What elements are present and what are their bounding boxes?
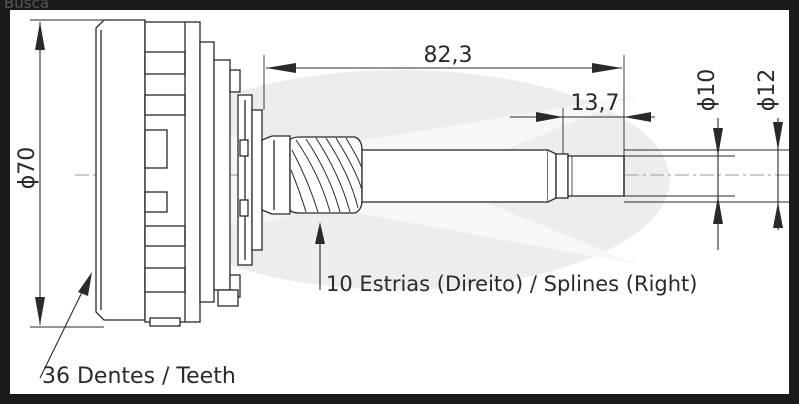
housing-body <box>95 19 291 327</box>
callout-splines: 10 Estrias (Direito) / Splines (Right) <box>315 222 697 296</box>
gear-teeth <box>290 137 363 213</box>
extension-lines <box>30 19 790 328</box>
spline-length-label: 13,7 <box>571 91 620 116</box>
splines-callout-label: 10 Estrias (Direito) / Splines (Right) <box>326 272 697 296</box>
output-shaft <box>361 149 625 203</box>
helical-gear <box>289 136 363 214</box>
dimension-spline-length: 13,7 <box>510 91 655 122</box>
callout-teeth: 36 Dentes / Teeth <box>39 272 236 389</box>
dimension-shaft-length: 82,3 <box>266 43 622 73</box>
dimension-body-diameter: ϕ70 <box>15 22 45 325</box>
shaft-length-label: 82,3 <box>424 43 473 68</box>
page-label: Busca <box>4 0 50 12</box>
dimension-shaft-diameter: ϕ12 <box>755 69 783 230</box>
body-diameter-label: ϕ70 <box>15 147 40 190</box>
shaft-diameter-label: ϕ12 <box>755 69 780 112</box>
teeth-callout-label: 36 Dentes / Teeth <box>42 364 236 389</box>
dimension-tip-diameter: ϕ10 <box>695 69 723 250</box>
tip-diameter-label: ϕ10 <box>695 69 720 112</box>
